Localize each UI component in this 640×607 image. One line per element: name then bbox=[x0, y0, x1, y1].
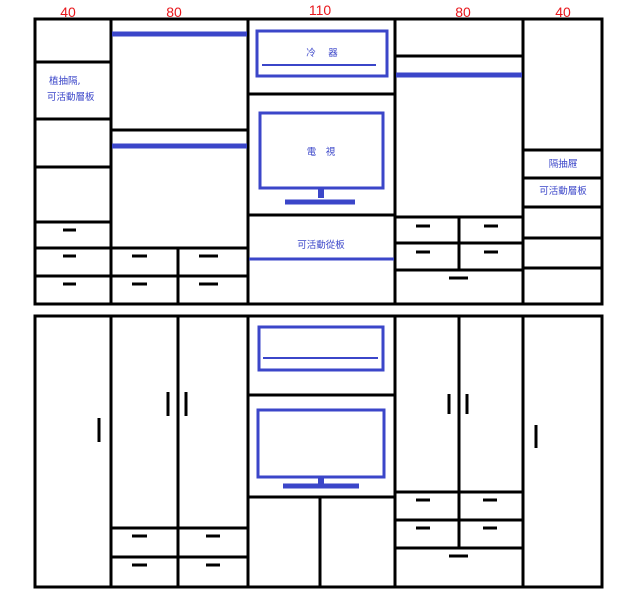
movable-board-label: 可活動從板 bbox=[297, 239, 345, 251]
tv-icon bbox=[256, 408, 386, 479]
air-conditioner-icon bbox=[257, 325, 385, 372]
dimension-label-4: 80 bbox=[455, 4, 471, 20]
right-shelf-label: 可活動層板 bbox=[539, 185, 587, 197]
air-conditioner-icon bbox=[255, 29, 389, 78]
drawer-divider-label: 隔抽屜 bbox=[549, 158, 578, 170]
exterior-accents bbox=[256, 325, 386, 489]
exterior-layout bbox=[33, 314, 604, 589]
interior-outer-frame bbox=[33, 17, 604, 306]
dimension-label-2: 80 bbox=[166, 4, 182, 20]
air-conditioner-label: 冷 器 bbox=[306, 47, 338, 59]
interior-accents bbox=[112, 29, 522, 261]
left-shelf-label-line-1: 植抽隔, bbox=[49, 75, 81, 87]
dimension-label-1: 40 bbox=[60, 4, 76, 20]
interior-layout bbox=[33, 17, 604, 306]
dimension-label-5: 40 bbox=[555, 4, 571, 20]
dimension-label-3: 110 bbox=[309, 2, 332, 18]
left-shelf-label-line-2: 可活動層板 bbox=[47, 91, 95, 103]
tv-label: 電 視 bbox=[307, 146, 336, 158]
